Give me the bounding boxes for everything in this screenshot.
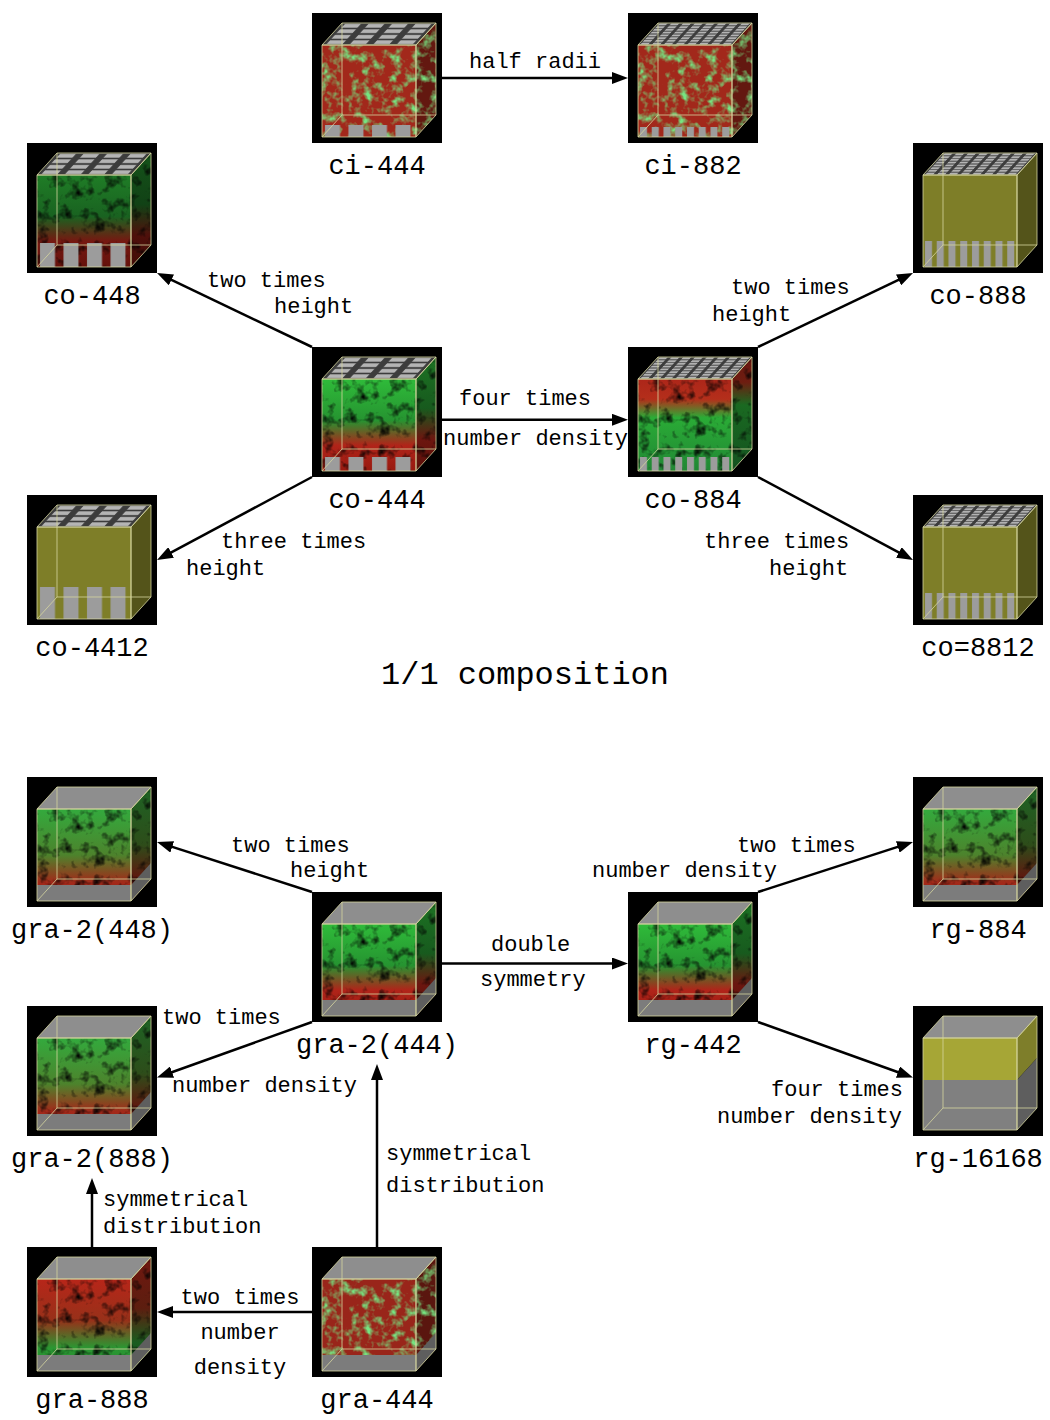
edge-label: two times height [712, 275, 862, 329]
arrow-connector [376, 1076, 379, 1247]
snapshot-panel: ci-882 [628, 13, 758, 143]
sample-label: gra-444 [320, 1387, 433, 1415]
snapshot-image [27, 777, 157, 907]
snapshot-image [312, 1247, 442, 1377]
snapshot-image [913, 777, 1043, 907]
snapshot-image [913, 143, 1043, 273]
snapshot-image [312, 13, 442, 143]
snapshot-image [312, 347, 442, 477]
snapshot-image [628, 892, 758, 1022]
sample-label: co-448 [43, 283, 140, 311]
edge-label: four times number density [443, 380, 633, 460]
sample-label: gra-2(444) [296, 1032, 458, 1060]
snapshot-image [312, 892, 442, 1022]
snapshot-image [913, 1006, 1043, 1136]
edge-label: four times number density [717, 1077, 912, 1131]
edge-label: three times height [704, 529, 869, 583]
sample-label: rg-16168 [913, 1146, 1043, 1174]
sample-label: gra-888 [35, 1387, 148, 1415]
snapshot-panel: co-888 [913, 143, 1043, 273]
snapshot-image [27, 1006, 157, 1136]
sample-label: co-4412 [35, 635, 148, 663]
arrow-connector [442, 419, 616, 422]
sample-label: co=8812 [921, 635, 1034, 663]
snapshot-panel: gra-444 [312, 1247, 442, 1377]
sample-label: ci-444 [328, 153, 425, 181]
section-title: 1/1 composition [381, 658, 669, 694]
edge-label: symmetrical distribution [386, 1139, 556, 1203]
sample-label: co-444 [328, 487, 425, 515]
snapshot-panel: co-448 [27, 143, 157, 273]
sample-label: co-888 [929, 283, 1026, 311]
edge-label: three times height [186, 529, 376, 583]
snapshot-panel: gra-888 [27, 1247, 157, 1377]
edge-label: two times number density [592, 834, 862, 884]
edge-label: half radii [435, 49, 635, 76]
edge-label: two times height [207, 269, 374, 321]
snapshot-panel: co-444 [312, 347, 442, 477]
edge-label: double symmetry [480, 928, 600, 998]
snapshot-image [628, 13, 758, 143]
snapshot-panel: rg-442 [628, 892, 758, 1022]
sample-label: gra-2(888) [11, 1146, 173, 1174]
arrow-connector [442, 962, 616, 965]
sample-label: gra-2(448) [11, 917, 173, 945]
sample-label: rg-884 [929, 917, 1026, 945]
snapshot-panel: co=8812 [913, 495, 1043, 625]
arrow-connector [91, 1190, 94, 1247]
snapshot-panel: rg-16168 [913, 1006, 1043, 1136]
edge-label: symmetrical distribution [103, 1187, 273, 1241]
snapshot-image [913, 495, 1043, 625]
snapshot-image [27, 495, 157, 625]
sample-label: co-884 [644, 487, 741, 515]
snapshot-image [628, 347, 758, 477]
snapshot-panel: gra-2(888) [27, 1006, 157, 1136]
snapshot-panel: co-4412 [27, 495, 157, 625]
sample-label: rg-442 [644, 1032, 741, 1060]
edge-label: two times number density [162, 985, 362, 1121]
snapshot-image [27, 143, 157, 273]
snapshot-panel: rg-884 [913, 777, 1043, 907]
snapshot-panel: gra-2(444) [312, 892, 442, 1022]
snapshot-panel: gra-2(448) [27, 777, 157, 907]
sample-label: ci-882 [644, 153, 741, 181]
snapshot-panel: co-884 [628, 347, 758, 477]
edge-label: two times height [231, 834, 390, 884]
snapshot-panel: ci-444 [312, 13, 442, 143]
edge-label: two times number density [175, 1281, 305, 1386]
arrow-connector [758, 1022, 902, 1073]
snapshot-image [27, 1247, 157, 1377]
arrow-connector [442, 77, 616, 80]
arrow-connector [169, 1311, 312, 1314]
